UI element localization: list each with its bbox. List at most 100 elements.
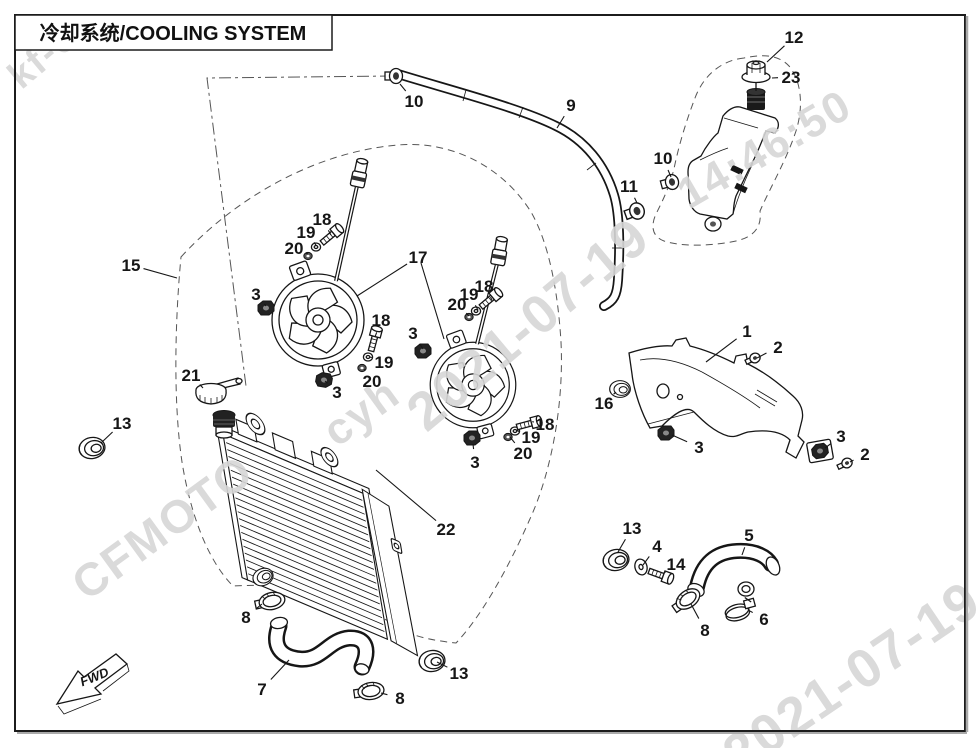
callout-leader xyxy=(356,263,408,297)
radiator-cap xyxy=(195,377,243,405)
callout-number: 13 xyxy=(113,414,132,433)
callout-number: 7 xyxy=(257,680,266,699)
callout-leader xyxy=(663,571,666,574)
title-block: 冷却系统/COOLING SYSTEM xyxy=(14,14,333,51)
callout-number: 18 xyxy=(475,277,494,296)
watermark-text: CFMOTO xyxy=(62,444,263,610)
callout-leader xyxy=(369,356,372,359)
callout-number: 13 xyxy=(450,664,469,683)
callout-number: 21 xyxy=(182,366,201,385)
grommet-13-bottom xyxy=(417,648,447,674)
fan-connector-right xyxy=(489,234,510,267)
callout-leader xyxy=(489,297,493,301)
callout-number: 17 xyxy=(409,248,428,267)
callout-number: 3 xyxy=(694,438,703,457)
callout-leader xyxy=(849,459,854,463)
hose-clamp-8b xyxy=(352,680,386,703)
callout-leader xyxy=(143,268,178,279)
callout-number: 23 xyxy=(782,68,801,87)
callout-leader xyxy=(374,332,378,338)
callout-leader xyxy=(419,343,424,350)
callout-leader xyxy=(474,305,479,311)
callout-number: 3 xyxy=(470,453,479,472)
callout-number: 3 xyxy=(251,285,260,304)
callout-number: 11 xyxy=(620,177,638,196)
callout-leader xyxy=(436,661,448,668)
reservoir-tank xyxy=(687,60,780,232)
radiator-side-tab xyxy=(390,538,403,554)
callout-number: 12 xyxy=(785,28,804,47)
callout-number: 20 xyxy=(285,239,304,258)
callout-number: 22 xyxy=(437,520,456,539)
callout-number: 8 xyxy=(395,689,404,708)
callout-leader xyxy=(749,610,753,614)
callout-leader xyxy=(199,384,204,389)
callout-leader xyxy=(465,312,470,317)
callout-number: 18 xyxy=(313,210,332,229)
callout-leader xyxy=(363,368,366,371)
page-title: 冷却系统/COOLING SYSTEM xyxy=(40,21,307,45)
radiator-neck xyxy=(212,410,236,439)
callout-leader xyxy=(472,443,475,450)
reservoir-neck xyxy=(746,88,766,110)
callout-leader xyxy=(305,252,309,255)
callout-leader xyxy=(313,241,317,246)
callout-leader xyxy=(824,443,831,449)
callout-number: 5 xyxy=(744,526,753,545)
fan-left-wire xyxy=(334,156,371,282)
callout-number: 8 xyxy=(241,608,250,627)
callout-number: 19 xyxy=(375,353,394,372)
elbow-pipe xyxy=(687,542,781,598)
callout-number: 19 xyxy=(297,223,316,242)
callout-leader xyxy=(324,380,328,384)
callout-leader xyxy=(556,115,565,129)
callout-leader xyxy=(100,431,113,444)
callout-number: 3 xyxy=(332,383,341,402)
callout-number: 9 xyxy=(566,96,575,115)
hose-clamp-10a xyxy=(384,67,404,85)
callout-leader xyxy=(741,547,746,556)
callout-number: 13 xyxy=(623,519,642,538)
callout-number: 2 xyxy=(860,445,869,464)
callout-leader xyxy=(642,556,650,566)
callout-leader xyxy=(766,45,785,63)
callout-leader xyxy=(690,603,700,619)
callout-leader xyxy=(515,429,520,433)
callout-number: 1 xyxy=(742,322,751,341)
nut-3-bracket xyxy=(657,425,675,441)
callout-leader xyxy=(380,692,388,696)
callout-number: 6 xyxy=(759,610,768,629)
callout-leader xyxy=(617,538,626,553)
watermark-text: 2021-07-19 xyxy=(712,569,980,748)
callout-number: 18 xyxy=(372,311,391,330)
callout-number: 20 xyxy=(363,372,382,391)
callout-number: 3 xyxy=(408,324,417,343)
callout-leader xyxy=(399,83,407,92)
callout-leader xyxy=(634,197,638,204)
callout-number: 8 xyxy=(700,621,709,640)
callout-leader xyxy=(705,338,737,363)
diagram-artwork: FWD xyxy=(55,55,855,715)
grommet-13-right xyxy=(600,546,632,574)
hose-clamp-6 xyxy=(721,594,759,624)
centerline-dashdot xyxy=(206,75,393,387)
radiator xyxy=(216,412,419,657)
callout-leader xyxy=(756,352,767,359)
callout-number: 10 xyxy=(405,92,424,111)
callouts-layer: 1223333334567888910101112131313141516171… xyxy=(100,28,870,708)
callout-leader xyxy=(263,303,267,307)
callout-number: 19 xyxy=(522,428,541,447)
callout-number: 3 xyxy=(836,427,845,446)
hose-clamp-8a xyxy=(252,589,288,614)
callout-leader xyxy=(327,230,332,236)
callout-leader-extra xyxy=(420,262,445,340)
callout-leader xyxy=(667,169,672,178)
callout-number: 20 xyxy=(514,444,533,463)
callout-leader xyxy=(255,603,263,610)
watermark-text: 2021-07-19 xyxy=(396,206,661,442)
callout-leader xyxy=(613,391,617,395)
callout-leader xyxy=(270,659,290,680)
